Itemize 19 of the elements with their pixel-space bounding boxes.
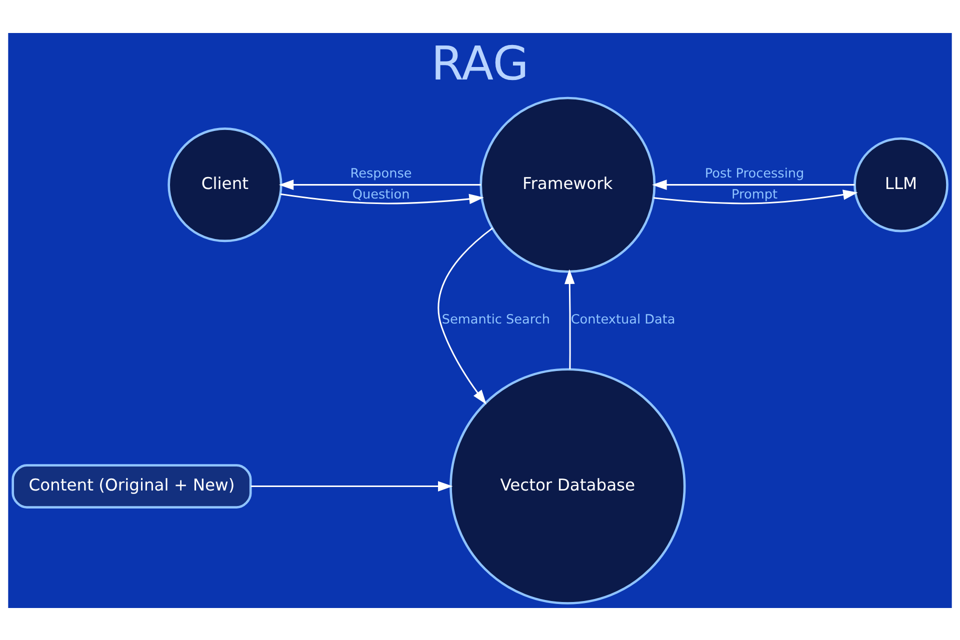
node-circle: LLM [854,136,948,232]
node-circle: Client [168,127,282,242]
arrow [653,189,858,204]
arrow [438,226,494,404]
arrow [652,179,855,190]
arrow [564,268,575,369]
node-circle: Vector Database [450,368,686,604]
arrow [250,480,453,491]
edge-label: Response [350,166,412,182]
edge-label: Contextual Data [570,312,676,328]
node-circle: Framework [480,96,656,272]
node-box: Content (Original + New) [12,464,252,508]
edge-label: Question [352,187,410,202]
arrow [278,179,481,190]
edge-label: Prompt [732,187,778,202]
edge-label: Semantic Search [442,312,550,328]
arrow [280,192,484,204]
edge-label: Post Processing [704,166,804,182]
diagram-title: RAG [431,36,529,90]
